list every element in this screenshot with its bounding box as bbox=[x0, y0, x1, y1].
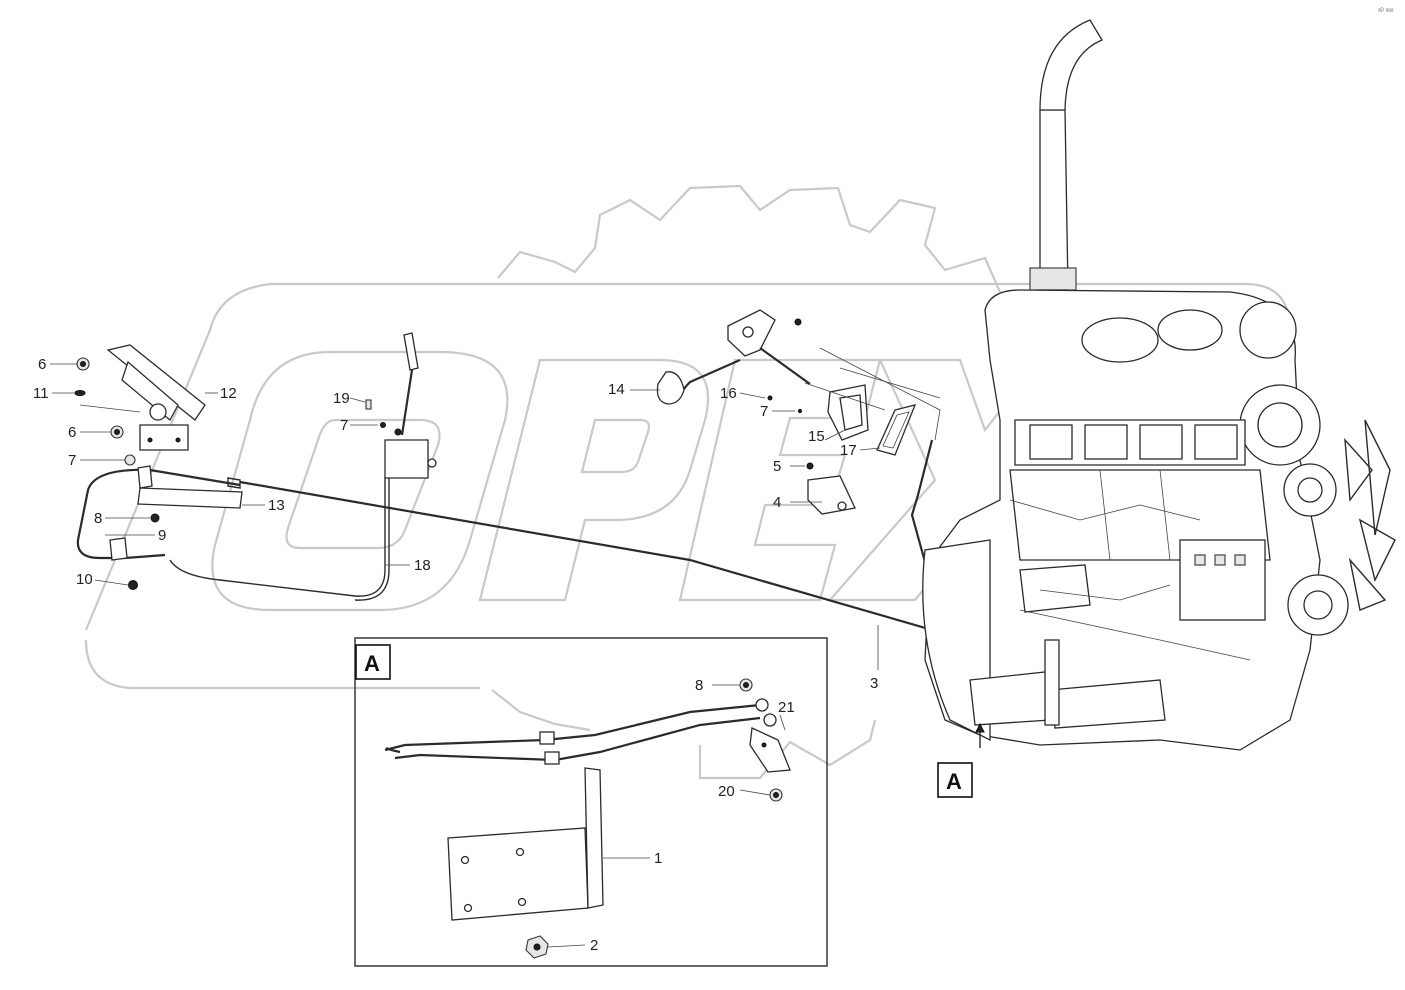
callout-6: 6 bbox=[38, 356, 46, 373]
callout-13: 13 bbox=[268, 497, 285, 514]
callout-10: 10 bbox=[76, 571, 93, 588]
callout-2: 2 bbox=[590, 937, 598, 954]
bracket-15 bbox=[827, 384, 869, 441]
callout-8: 8 bbox=[94, 510, 102, 527]
callout-7: 7 bbox=[760, 403, 768, 420]
plate-17 bbox=[876, 404, 917, 456]
accelerator-pedal bbox=[106, 344, 206, 451]
view-tag-engine: A bbox=[937, 762, 973, 798]
diesel-engine bbox=[922, 19, 1396, 751]
svg-text:A: A bbox=[364, 651, 380, 676]
callout-16: 16 bbox=[720, 385, 737, 402]
washer-7 bbox=[797, 408, 803, 414]
corner-mark: ᵃᴰ ᵃᵃᵃ bbox=[1378, 8, 1394, 15]
callout-6: 6 bbox=[68, 424, 76, 441]
hand-throttle-lever bbox=[365, 332, 437, 479]
callout-7: 7 bbox=[68, 452, 76, 469]
callout-5: 5 bbox=[773, 458, 781, 475]
stop-control-arm bbox=[656, 309, 811, 405]
callout-17: 17 bbox=[840, 442, 857, 459]
callout-12: 12 bbox=[220, 385, 237, 402]
callout-labels: 6 11 6 7 8 9 10 12 13 19 7 18 14 16 7 15… bbox=[33, 356, 878, 954]
callout-1: 1 bbox=[654, 850, 662, 867]
callout-20: 20 bbox=[718, 783, 735, 800]
watermark-letter-o bbox=[211, 350, 509, 612]
fasteners-left bbox=[74, 357, 160, 590]
throttle-cable-18 bbox=[169, 478, 386, 597]
control-rod-left bbox=[76, 465, 243, 561]
callout-14: 14 bbox=[608, 381, 625, 398]
watermark-letter-p bbox=[478, 358, 710, 602]
callout-21: 21 bbox=[778, 699, 795, 716]
leader-lines bbox=[50, 363, 881, 948]
callout-18: 18 bbox=[414, 557, 431, 574]
svg-text:A: A bbox=[946, 769, 962, 794]
callout-19: 19 bbox=[333, 390, 350, 407]
detail-view-a bbox=[384, 678, 791, 959]
callout-8: 8 bbox=[695, 677, 703, 694]
callout-4: 4 bbox=[773, 494, 781, 511]
bracket-4 bbox=[806, 462, 856, 515]
detail-view-frame bbox=[354, 637, 828, 967]
view-tag-detail: A bbox=[355, 644, 391, 680]
watermark-gear bbox=[497, 184, 1002, 293]
callout-15: 15 bbox=[808, 428, 825, 445]
callout-3: 3 bbox=[870, 675, 878, 692]
callout-11: 11 bbox=[33, 385, 49, 402]
cable-guide-line bbox=[819, 347, 941, 441]
screw-16 bbox=[767, 395, 773, 401]
callout-9: 9 bbox=[158, 527, 166, 544]
callout-7: 7 bbox=[340, 417, 348, 434]
